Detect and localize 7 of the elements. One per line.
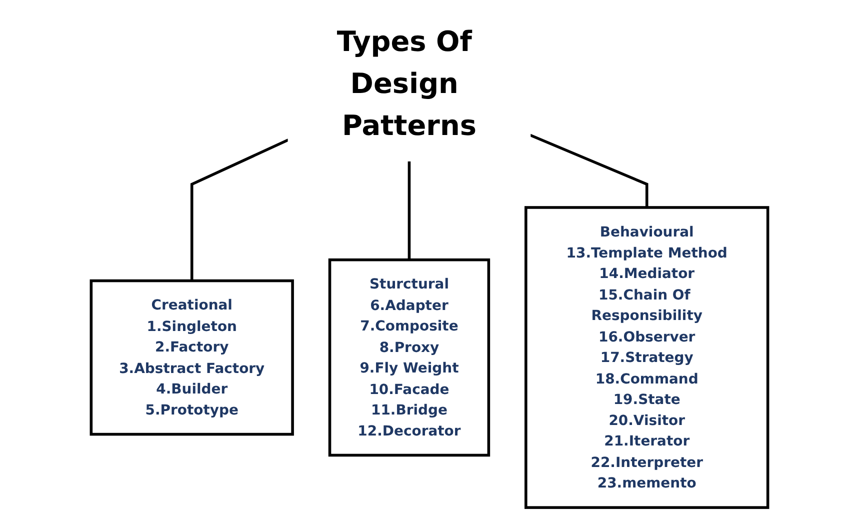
connector (190, 138, 289, 281)
connector (530, 134, 648, 208)
connector (408, 160, 411, 260)
node-box: Creational 1.Singleton 2.Factory 3.Abstract Factory 4.Builder 5.Prototype (90, 279, 294, 436)
node-text: Types Of Design Patterns (336, 26, 476, 142)
node-box: Behavioural 13.Template Method 14.Mediator 15.Chain Of Responsibility 16.Observer 17.Strategy 18.Command 19.State 20.Visitor 21.Iterator 22.Interpreter 23.memento (524, 206, 770, 509)
node-box: Sturctural 6.Adapter 7.Composite 8.Proxy 9.Fly Weight 10.Facade 11.Bridge 12.Decorator (328, 258, 490, 457)
